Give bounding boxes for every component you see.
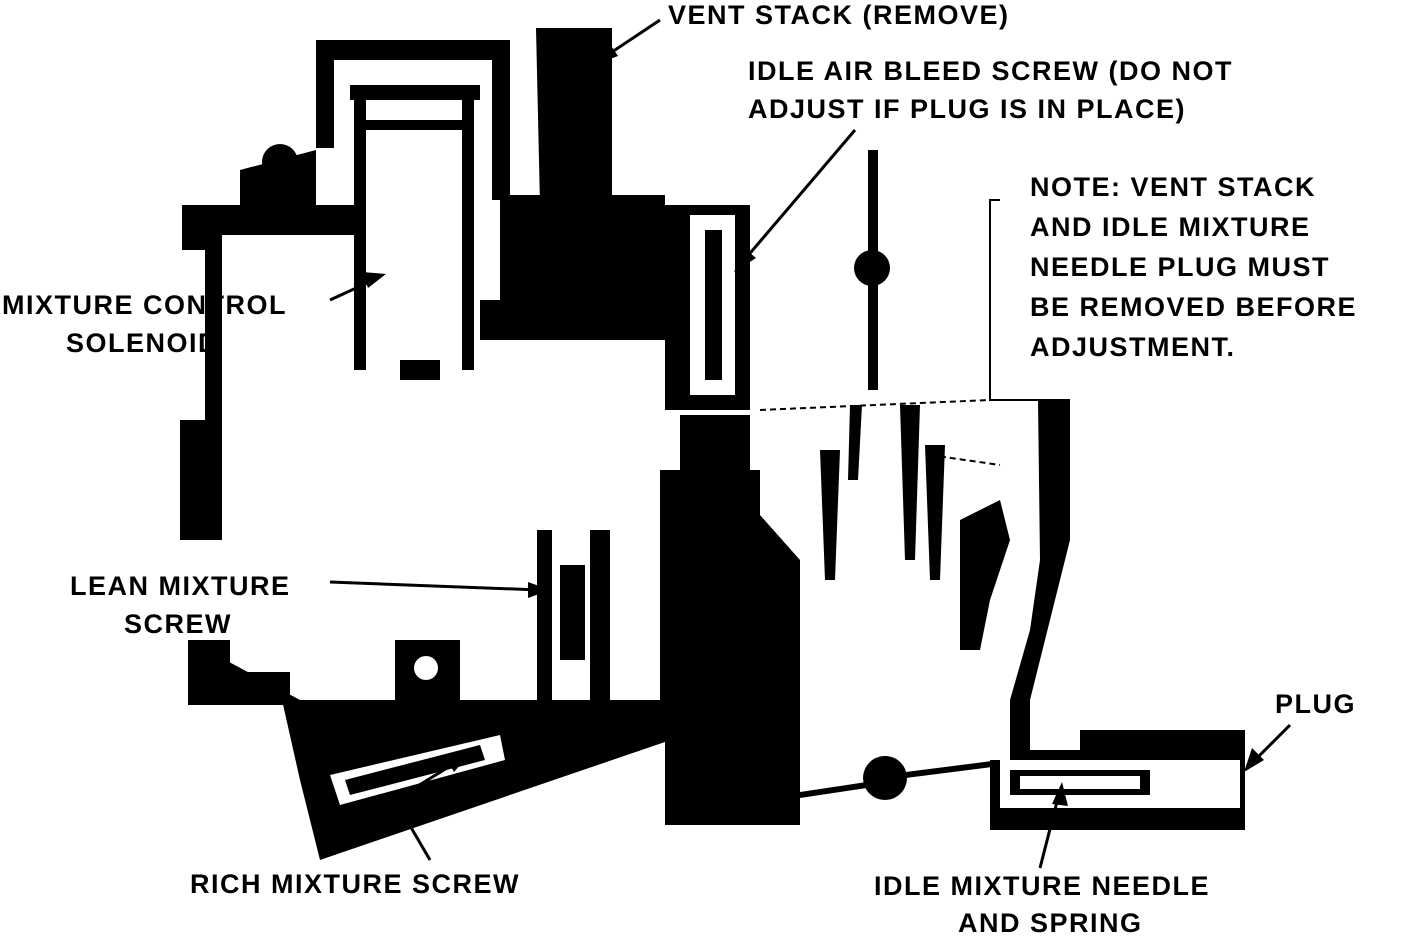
- idle-needle-label-line2: AND SPRING: [958, 908, 1143, 936]
- plug-label: PLUG: [1275, 689, 1356, 719]
- carburetor-body: [180, 28, 1245, 860]
- vent-stack-arrow-icon: [592, 44, 618, 66]
- lean-screw-arrow-icon: [528, 582, 550, 598]
- mixture-solenoid-label-line2: SOLENOID: [66, 328, 219, 358]
- rich-screw-leader: [393, 799, 432, 861]
- lean-screw-label-line1: LEAN MIXTURE: [70, 571, 291, 601]
- idle-needle-label-line1: IDLE MIXTURE NEEDLE: [874, 871, 1210, 901]
- vent-stack-label: VENT STACK (REMOVE): [668, 0, 1010, 30]
- plug-arrow-icon: [1244, 748, 1264, 772]
- lean-screw-label-line2: SCREW: [124, 609, 232, 639]
- note-line5: ADJUSTMENT.: [1030, 332, 1236, 362]
- leader-lines: [329, 18, 1292, 869]
- note-line1: NOTE: VENT STACK: [1030, 172, 1316, 202]
- lean-screw-leader: [329, 580, 541, 592]
- idle-air-bleed-label-line2: ADJUST IF PLUG IS IN PLACE): [748, 94, 1186, 124]
- note-line3: NEEDLE PLUG MUST: [1030, 252, 1330, 282]
- rich-screw-arrow-icon: [446, 756, 468, 772]
- idle-air-bleed-arrow-icon: [734, 248, 756, 272]
- labels: VENT STACK (REMOVE) IDLE AIR BLEED SCREW…: [2, 0, 1357, 936]
- solenoid-arrow-icon: [362, 272, 386, 288]
- mixture-solenoid-label-line1: MIXTURE CONTROL: [2, 290, 287, 320]
- idle-needle-arrow-icon: [1052, 782, 1068, 806]
- note-line2: AND IDLE MIXTURE: [1030, 212, 1311, 242]
- rich-screw-leader-2: [394, 758, 461, 802]
- rich-screw-label: RICH MIXTURE SCREW: [190, 869, 520, 899]
- idle-air-bleed-leader: [738, 129, 857, 266]
- idle-air-bleed-label-line1: IDLE AIR BLEED SCREW (DO NOT: [748, 56, 1233, 86]
- note-line4: BE REMOVED BEFORE: [1030, 292, 1357, 322]
